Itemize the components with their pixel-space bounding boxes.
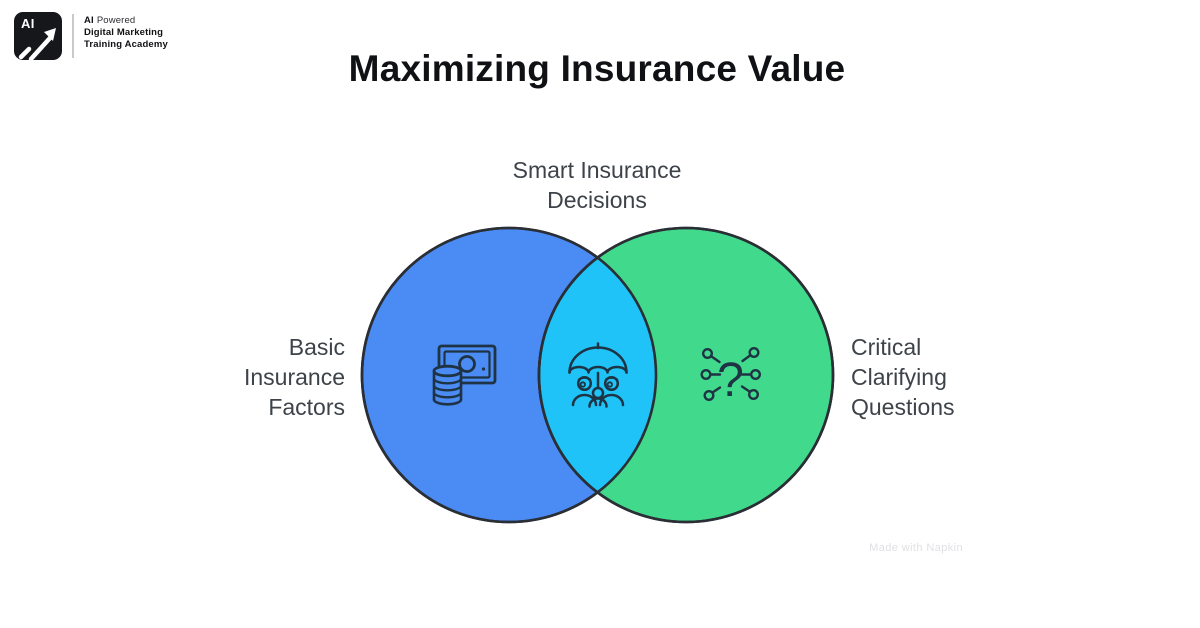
venn-left-outline <box>360 226 658 524</box>
watermark: Made with Napkin <box>869 542 963 554</box>
brand-logo-mark: AI <box>14 12 62 60</box>
overlap-label-line1: Smart Insurance <box>512 157 682 183</box>
right-circle-label: Critical Clarifying Questions <box>851 332 955 422</box>
right-label-line1: Critical <box>851 334 922 360</box>
left-label-line3: Factors <box>268 394 345 420</box>
right-label-line3: Questions <box>851 394 955 420</box>
right-label-line2: Clarifying <box>851 364 947 390</box>
overlap-label-line2: Decisions <box>547 187 647 213</box>
brand-divider <box>72 14 74 58</box>
overlap-label: Smart Insurance Decisions <box>513 155 682 215</box>
venn-right-outline <box>537 226 835 524</box>
question-network-icon: ? <box>700 347 762 407</box>
brand-line2: Digital Marketing <box>84 27 164 38</box>
left-label-line1: Basic <box>288 334 345 360</box>
left-circle-label: Basic Insurance Factors <box>244 332 345 422</box>
page-title: Maximizing Insurance Value <box>348 48 846 89</box>
umbrella-family-icon <box>568 342 628 408</box>
left-label-line2: Insurance <box>243 364 345 390</box>
brand-monogram: AI <box>21 16 35 31</box>
growth-arrow-icon <box>18 28 56 60</box>
question-mark-glyph: ? <box>717 354 744 407</box>
money-coins-icon <box>432 344 497 406</box>
brand-line3: Training Academy <box>84 39 168 50</box>
